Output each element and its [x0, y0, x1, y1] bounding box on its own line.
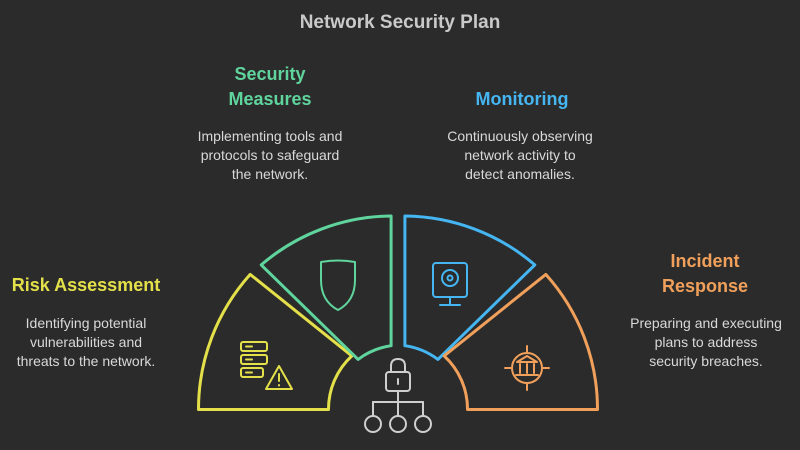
security-measures-title: Security Measures	[180, 62, 360, 112]
incident-response-title-line-2: Response	[661, 276, 749, 296]
security-measures-desc-line-1: Implementing tools and	[197, 128, 343, 144]
diagram-title: Network Security Plan	[299, 12, 501, 33]
monitoring-segment	[403, 214, 537, 361]
network-lock-icon	[364, 358, 432, 433]
monitoring-title-line: Monitoring	[475, 89, 569, 109]
response-target-icon	[504, 345, 550, 391]
monitoring-desc-line-3: detect anomalies.	[465, 166, 575, 182]
monitoring-title: Monitoring	[432, 87, 612, 112]
security-measures-title-line-2: Measures	[228, 89, 312, 109]
security-measures-segment	[259, 214, 393, 361]
risk-assessment-desc-line-2: vulnerabilities and	[29, 334, 143, 350]
security-measures-desc-line-3: the network.	[231, 166, 309, 182]
incident-response-desc-line-3: security breaches.	[649, 353, 763, 369]
security-measures-desc-line-2: protocols to safeguard	[200, 147, 340, 163]
risk-assessment-segment	[196, 272, 354, 411]
incident-response-segment	[442, 272, 600, 411]
risk-assessment-desc-line-3: threats to the network.	[16, 353, 156, 369]
monitoring-description: Continuously observing network activity …	[425, 127, 615, 184]
incident-response-desc-line-1: Preparing and executing	[630, 315, 782, 331]
incident-response-title-line-1: Incident	[670, 251, 740, 271]
risk-assessment-description: Identifying potential vulnerabilities an…	[0, 314, 172, 371]
security-measures-title-line-1: Security	[234, 64, 306, 84]
risk-assessment-title-line: Risk Assessment	[11, 275, 161, 295]
incident-response-desc-line-2: plans to address	[654, 334, 758, 350]
security-measures-description: Implementing tools and protocols to safe…	[175, 127, 365, 184]
incident-response-title: Incident Response	[615, 249, 795, 299]
risk-assessment-desc-line-1: Identifying potential	[25, 315, 147, 331]
server-warning-icon	[240, 341, 293, 390]
incident-response-description: Preparing and executing plans to address…	[612, 314, 800, 371]
shield-icon	[320, 259, 356, 311]
camera-monitor-icon	[432, 262, 468, 306]
risk-assessment-title: Risk Assessment	[0, 273, 172, 298]
monitoring-desc-line-2: network activity to	[464, 147, 576, 163]
monitoring-desc-line-1: Continuously observing	[447, 128, 593, 144]
